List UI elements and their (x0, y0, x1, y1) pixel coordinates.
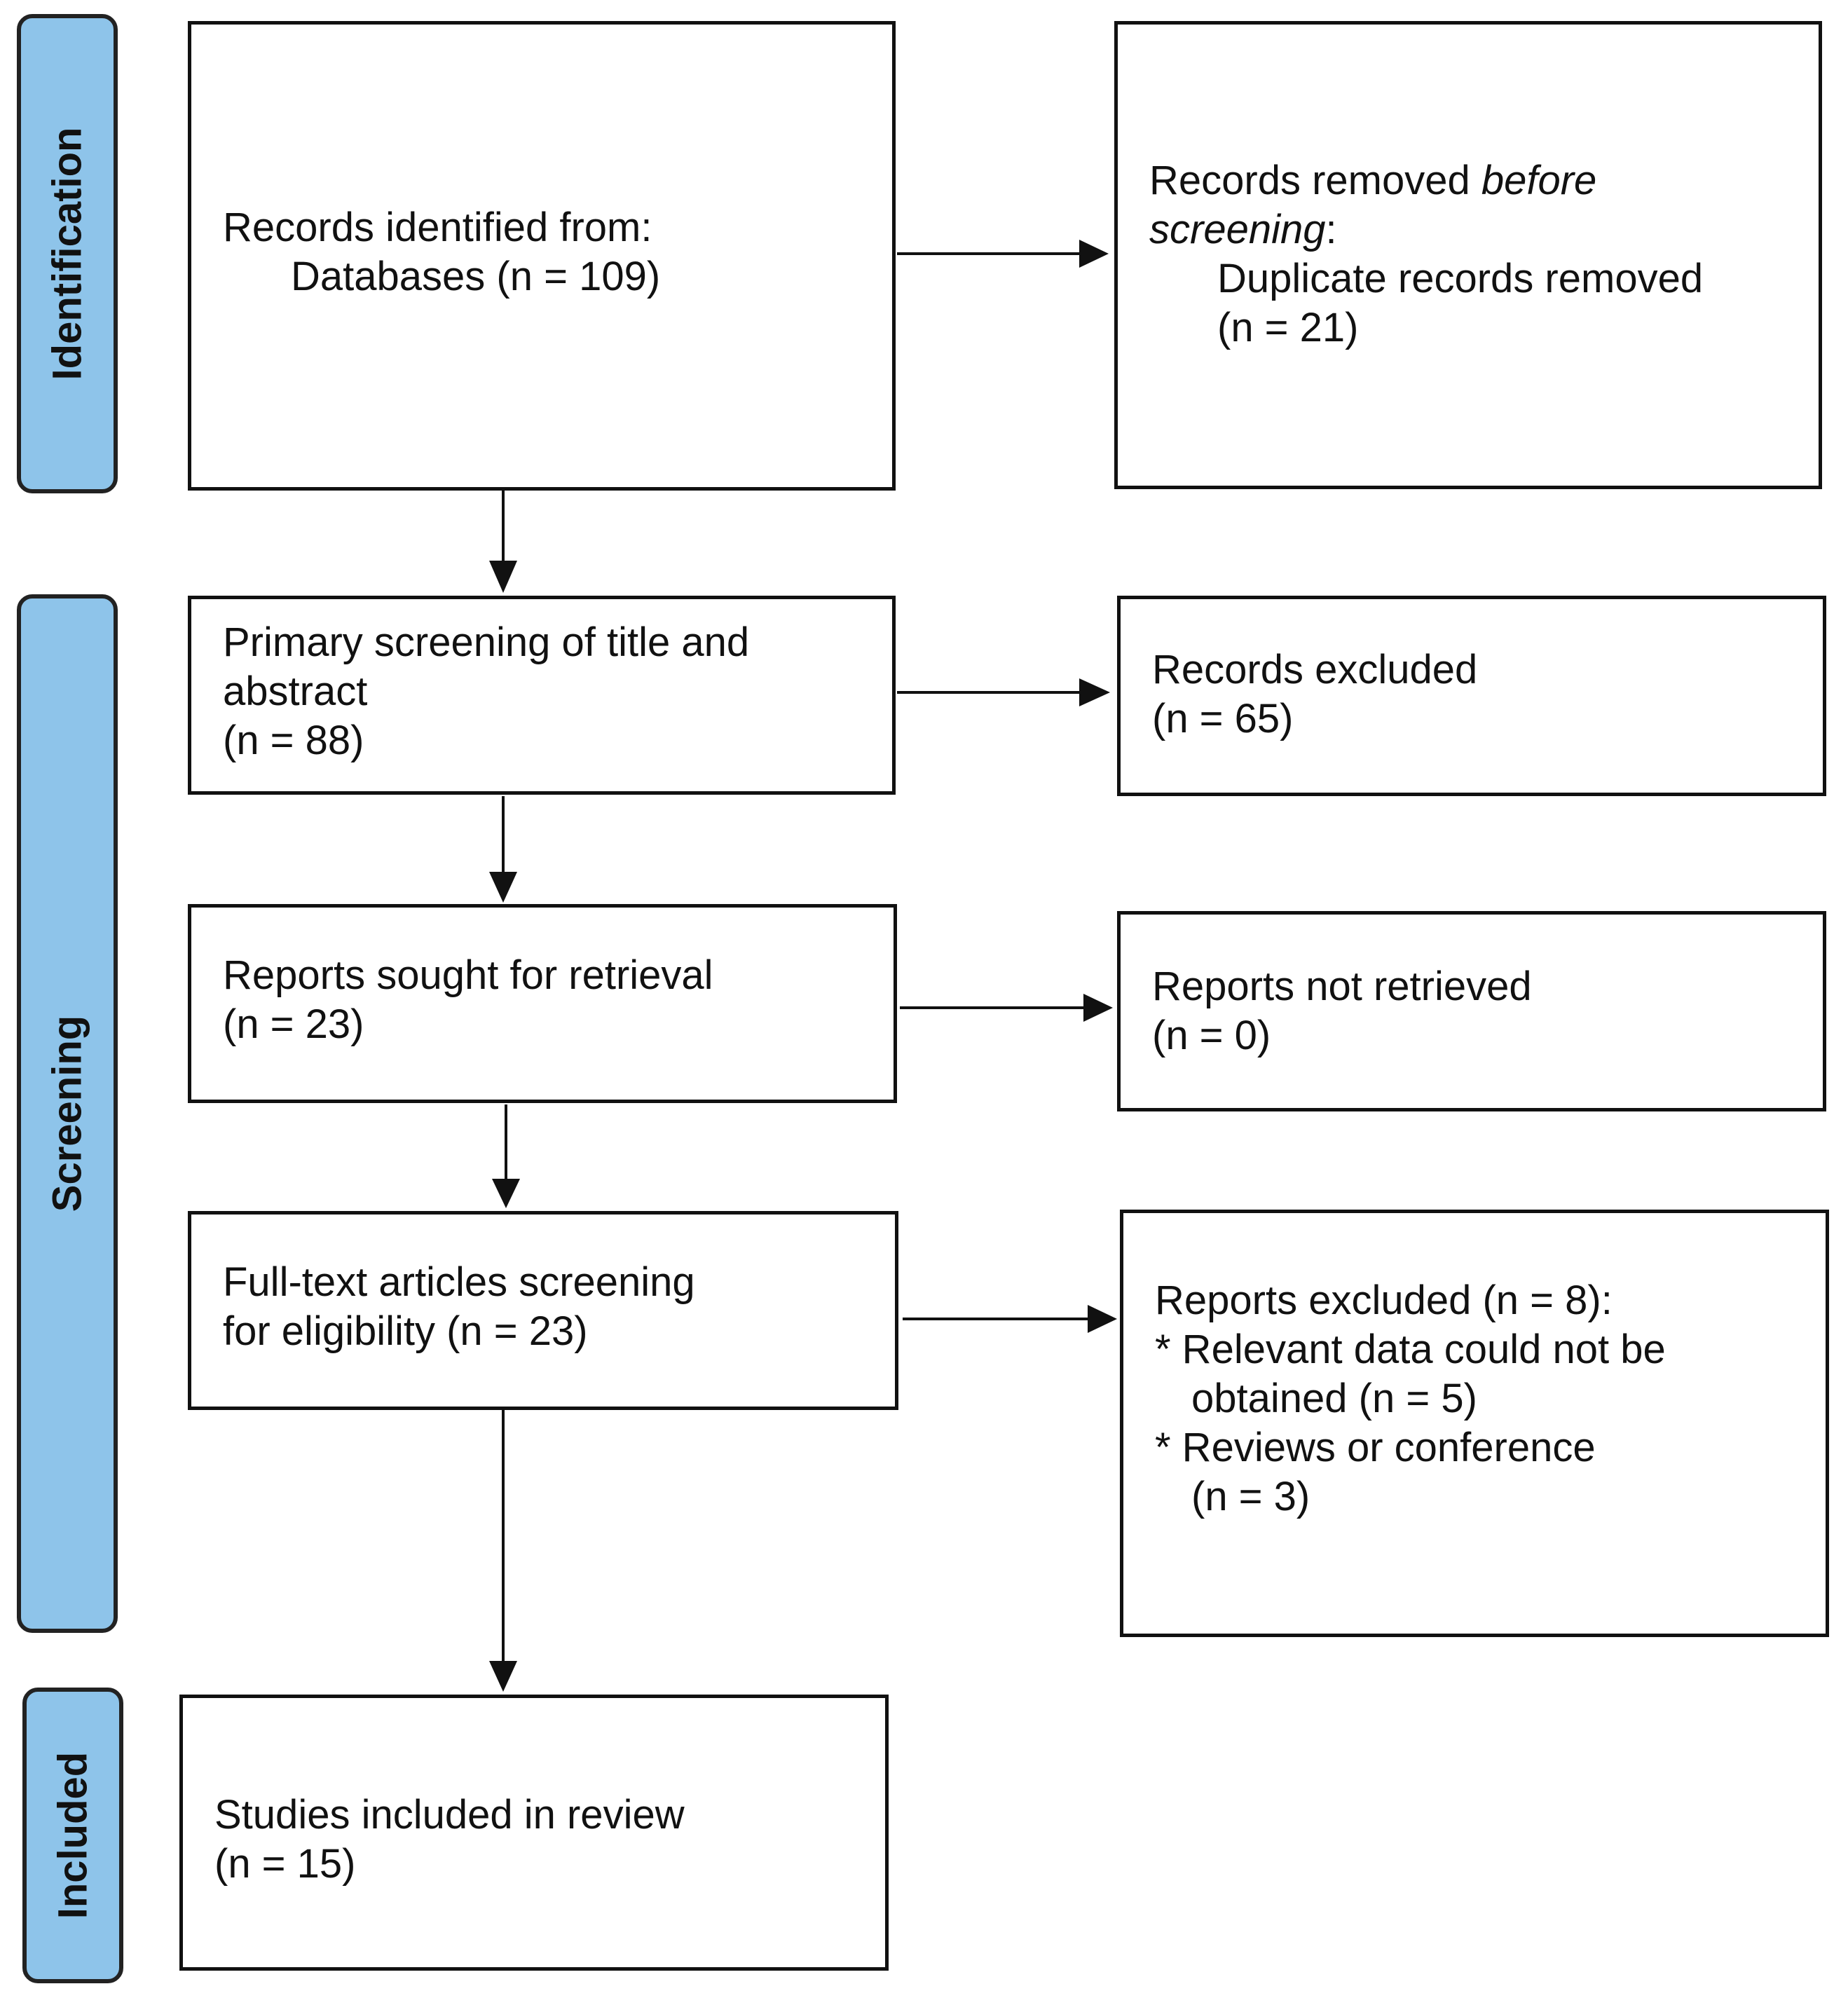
reports-excluded-line1: Reports excluded (n = 8): (1155, 1278, 1613, 1323)
records-identified-box: Records identified from: Databases (n = … (188, 21, 896, 491)
studies-included-line1: Studies included in review (214, 1792, 685, 1838)
arrowhead-screening-to-sought (489, 872, 517, 903)
reports-sought-line1: Reports sought for retrieval (223, 952, 713, 998)
records-removed-count: (n = 21) (1217, 305, 1359, 350)
full-text-line1: Full-text articles screening (223, 1259, 695, 1305)
reports-excluded-reason2-count: (n = 3) (1191, 1474, 1310, 1519)
arrowhead-sought-to-fulltext (492, 1179, 520, 1208)
phase-screening: Screening (17, 594, 118, 1633)
records-removed-line1: Records removed before (1149, 158, 1597, 203)
primary-screening-count: (n = 88) (223, 718, 364, 763)
full-text-box: Full-text articles screening for eligibi… (188, 1211, 898, 1410)
arrowhead-identified-to-removed (1079, 240, 1109, 268)
phase-identification: Identification (17, 14, 118, 493)
reports-excluded-reason2: * Reviews or conference (1155, 1425, 1596, 1470)
full-text-line2: for eligibility (n = 23) (223, 1308, 588, 1354)
reports-excluded-reason1-count: obtained (n = 5) (1191, 1376, 1477, 1421)
reports-excluded-reason1: * Relevant data could not be (1155, 1327, 1666, 1372)
records-removed-box: Records removed before screening: Duplic… (1114, 21, 1822, 489)
records-removed-duplicates: Duplicate records removed (1217, 256, 1704, 301)
records-excluded-count: (n = 65) (1152, 696, 1294, 741)
reports-not-retrieved-count: (n = 0) (1152, 1013, 1271, 1058)
records-removed-line2: screening: (1149, 207, 1337, 252)
records-excluded-line1: Records excluded (1152, 647, 1478, 692)
arrowhead-sought-to-not-retrieved (1083, 994, 1113, 1022)
records-identified-databases: Databases (n = 109) (291, 254, 661, 299)
arrowhead-fulltext-to-included (489, 1661, 517, 1692)
primary-screening-line2: abstract (223, 669, 368, 714)
primary-screening-line1: Primary screening of title and (223, 620, 750, 665)
reports-excluded-box: Reports excluded (n = 8): * Relevant dat… (1120, 1210, 1829, 1637)
records-identified-line1: Records identified from: (223, 205, 652, 250)
phase-included: Included (22, 1688, 123, 1983)
records-excluded-box: Records excluded (n = 65) (1117, 596, 1826, 796)
arrowhead-fulltext-to-excluded (1088, 1305, 1117, 1333)
reports-sought-box: Reports sought for retrieval (n = 23) (188, 904, 897, 1103)
primary-screening-box: Primary screening of title and abstract … (188, 596, 896, 795)
studies-included-count: (n = 15) (214, 1841, 356, 1887)
arrowhead-screening-to-excluded (1079, 678, 1110, 706)
reports-sought-count: (n = 23) (223, 1001, 364, 1047)
studies-included-box: Studies included in review (n = 15) (179, 1695, 889, 1971)
reports-not-retrieved-line1: Reports not retrieved (1152, 964, 1532, 1009)
reports-not-retrieved-box: Reports not retrieved (n = 0) (1117, 911, 1826, 1111)
arrowhead-identified-to-screening (489, 561, 517, 593)
